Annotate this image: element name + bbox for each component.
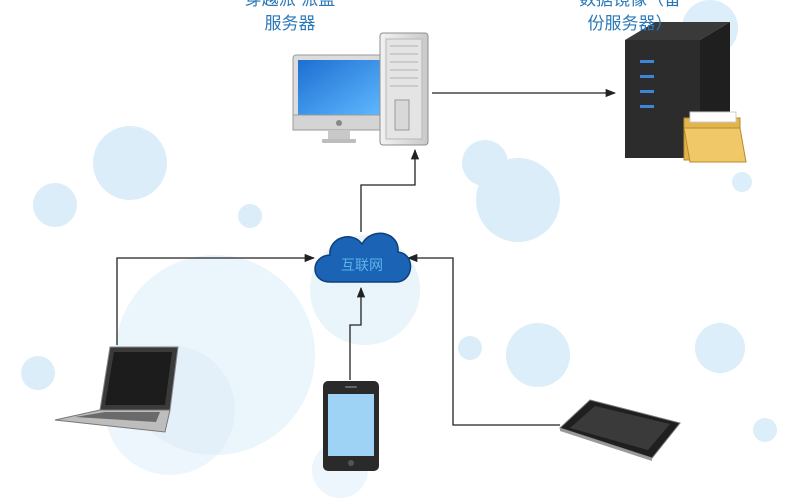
- edge-laptop-to-internet: [116, 253, 316, 345]
- edge-internet-to-server: [360, 148, 420, 232]
- bubble: [458, 336, 482, 360]
- cloud-icon: [314, 232, 412, 283]
- backup-server-label: 数据镜像（备 份服务器）: [560, 0, 700, 36]
- bubble: [732, 172, 752, 192]
- bubble: [21, 356, 55, 390]
- bubble: [476, 158, 560, 242]
- edge-phone-to-internet: [349, 286, 366, 380]
- bubble: [93, 126, 167, 200]
- edge-tablet-to-internet: [406, 253, 560, 426]
- folder-icon: [683, 111, 747, 163]
- bubble: [695, 323, 745, 373]
- server-label-line2: 服务器: [264, 14, 316, 34]
- bubble: [33, 183, 77, 227]
- smartphone-icon: [323, 381, 379, 471]
- laptop-icon: [54, 346, 179, 433]
- bubble: [238, 204, 262, 228]
- backup-label-line2: 份服务器）: [587, 14, 673, 34]
- bubble: [753, 418, 777, 442]
- server-icon: [292, 32, 429, 146]
- bubble: [506, 323, 570, 387]
- server-label-line1: 穿越派·派盘: [244, 0, 336, 10]
- tablet-icon: [559, 399, 681, 461]
- server-label: 穿越派·派盘 服务器: [235, 0, 345, 36]
- database-server-icon: [625, 22, 747, 163]
- backup-label-line1: 数据镜像（备: [579, 0, 681, 10]
- internet-label: 互联网: [341, 258, 383, 274]
